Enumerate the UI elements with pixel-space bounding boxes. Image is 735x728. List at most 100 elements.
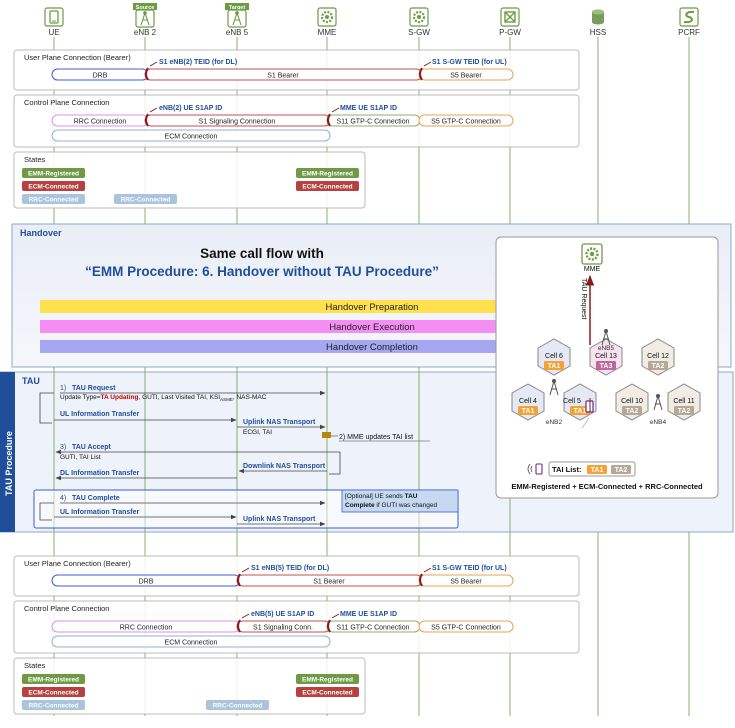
enb-icon: [140, 11, 150, 26]
mme-gear-icon: [320, 10, 334, 24]
teid-dl: S1 eNB(5) TEID (for DL): [251, 565, 329, 572]
enb4-tower-icon: [653, 394, 663, 411]
enb-rrc-state: RRC-Connected: [213, 703, 263, 710]
handover-line1: Same call flow with: [200, 246, 324, 261]
tau-accept-label: TAU Accept: [72, 444, 112, 451]
entity-ue: UE: [44, 7, 64, 37]
ta-badge: TA1: [548, 363, 561, 370]
ta-badge: TA3: [600, 363, 613, 370]
s5-gtpc: S5 GTP-C Connection: [431, 119, 501, 126]
ecm-connection: ECM Connection: [165, 134, 218, 141]
tau-side-label: TAU Procedure: [4, 431, 14, 496]
entity-label: eNB 5: [226, 28, 249, 37]
tai-list-label: TAI List:: [552, 465, 581, 474]
enb4-label: eNB4: [650, 419, 667, 426]
entity-label: HSS: [590, 28, 606, 37]
s5-bearer-label: S5 Bearer: [450, 579, 482, 586]
mme-s1ap-id: MME UE S1AP ID: [340, 105, 397, 112]
bottom-states-box: States EMM-Registered ECM-Connected RRC-…: [13, 657, 366, 715]
drb-label: DRB: [139, 579, 154, 586]
optional-note-line1: [Optional] UE sends TAU: [345, 493, 418, 500]
entity-pgw: P-GW: [499, 7, 521, 37]
msg3-num: 3): [60, 444, 66, 451]
s5-bearer-label: S5 Bearer: [450, 73, 482, 80]
teid-dl: S1 eNB(2) TEID (for DL): [159, 59, 237, 66]
map-caption: EMM-Registered + ECM-Connected + RRC-Con…: [511, 482, 703, 491]
ta-badge: TA1: [522, 408, 535, 415]
section-title: States: [24, 661, 46, 670]
cell-name: Cell 6: [545, 353, 563, 360]
entity-enb5: Target eNB 5: [225, 3, 249, 37]
mme-emm-state: EMM-Registered: [302, 677, 353, 684]
ue-emm-state: EMM-Registered: [28, 677, 79, 684]
cell-name: Cell 4: [519, 398, 537, 405]
optional-note-line2: Complete if GUTI was changed: [345, 502, 438, 509]
enb-icon: [232, 11, 242, 26]
teid-ul: S1 S-GW TEID (for UL): [432, 565, 507, 572]
enb2-tower-icon: [549, 379, 559, 396]
tau-complete-label: TAU Complete: [72, 495, 120, 502]
pgw-icon: [504, 11, 516, 23]
hss-database-icon: [592, 9, 604, 25]
enb-s1ap-id: eNB(5) UE S1AP ID: [251, 611, 314, 618]
cell-name: Cell 5: [563, 398, 581, 405]
tau-title: TAU: [22, 376, 40, 386]
enb5-label: eNB5: [598, 345, 615, 352]
tau-request-label: TAU Request: [72, 385, 116, 392]
rrc-connection: RRC Connection: [74, 119, 127, 126]
ue-emm-state: EMM-Registered: [28, 171, 79, 178]
tau-request-params: Update Type=TA Updating, GUTI, Last Visi…: [60, 394, 267, 402]
ta-badge: TA2: [678, 408, 691, 415]
s11-gtpc: S11 GTP-C Connection: [336, 119, 409, 126]
pcrf-icon: [683, 10, 695, 24]
tai-value: TA1: [591, 467, 604, 474]
bottom-user-plane-box: User Plane Connection (Bearer) DRB S1 Be…: [13, 555, 580, 597]
handover-completion-bar: Handover Completion: [326, 342, 418, 353]
sgw-gear-icon: [412, 10, 426, 24]
ecm-connection: ECM Connection: [165, 640, 218, 647]
cell-map-panel: MME TAU Request Cell 6 Cell 13 Cell 12 C…: [495, 236, 719, 499]
mme-gear-icon: [585, 247, 599, 261]
ta-badge: TA1: [574, 408, 587, 415]
handover-execution-bar: Handover Execution: [329, 322, 415, 333]
ul-info-transfer-label: UL Information Transfer: [60, 411, 139, 418]
ul-info-transfer-2-label: UL Information Transfer: [60, 509, 139, 516]
ue-icon: [49, 10, 59, 24]
entity-mme: MME: [317, 7, 337, 37]
uplink-nas-2-label: Uplink NAS Transport: [243, 516, 316, 523]
top-control-plane-box: Control Plane Connection RRC Connection …: [13, 94, 580, 148]
entity-label: MME: [318, 28, 337, 37]
tai-value: TA2: [615, 467, 628, 474]
entity-pcrf: PCRF: [678, 7, 700, 37]
mme-s1ap-id: MME UE S1AP ID: [340, 611, 397, 618]
bottom-control-plane-box: Control Plane Connection RRC Connection …: [13, 600, 580, 654]
cell-name: Cell 10: [621, 398, 643, 405]
ue-small-icon: [527, 463, 543, 475]
map-mme-label: MME: [584, 266, 601, 273]
entity-hss: HSS: [590, 9, 606, 37]
top-states-box: States EMM-Registered ECM-Connected RRC-…: [13, 151, 366, 209]
s1-bearer-label: S1 Bearer: [267, 73, 299, 80]
ue-rrc-state: RRC-Connected: [29, 703, 79, 710]
uplink-nas-label: Uplink NAS Transport: [243, 419, 316, 426]
enb-rrc-state: RRC-Connected: [121, 197, 171, 204]
ecgi-tai: ECGI, TAI: [243, 429, 272, 436]
dl-info-transfer-label: DL Information Transfer: [60, 470, 139, 477]
enb2-label: eNB2: [546, 419, 563, 426]
entity-label: P-GW: [499, 28, 521, 37]
cell-name: Cell 12: [647, 353, 669, 360]
drb-label: DRB: [93, 73, 108, 80]
s1-signaling: S1 Signaling Connection: [199, 119, 276, 126]
section-title: User Plane Connection (Bearer): [24, 559, 131, 568]
map-tau-request-label: TAU Request: [580, 278, 587, 320]
mme-ecm-state: ECM-Connected: [302, 184, 352, 191]
ue-ecm-state: ECM-Connected: [28, 184, 78, 191]
downlink-nas-label: Downlink NAS Transport: [243, 463, 326, 470]
entity-enb2: Source eNB 2: [133, 3, 157, 37]
msg1-num: 1): [60, 385, 66, 392]
source-tag: Source: [136, 5, 155, 11]
teid-ul: S1 S-GW TEID (for UL): [432, 59, 507, 66]
entity-label: UE: [48, 28, 59, 37]
s1-signaling: S1 Signaling Conn.: [253, 625, 313, 632]
